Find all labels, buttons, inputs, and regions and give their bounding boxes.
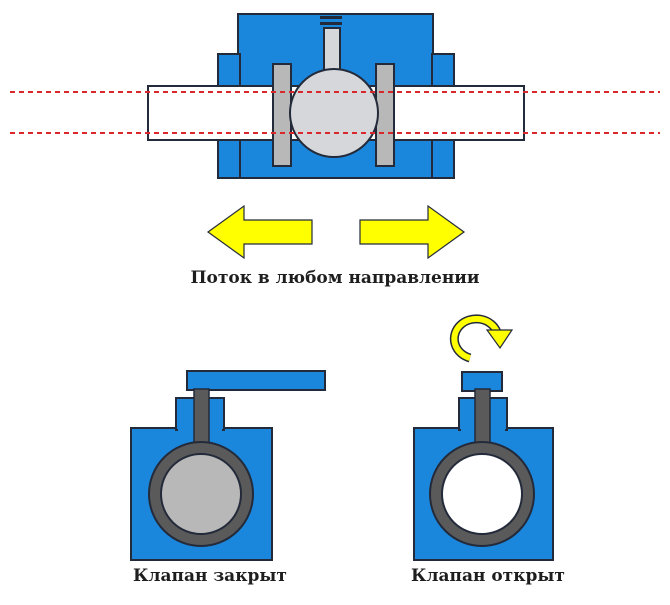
closed-stem	[193, 388, 210, 446]
stem-top-mark-2	[320, 22, 342, 25]
valve-open-caption: Клапан открыт	[411, 566, 565, 586]
valve-open-diagram	[413, 314, 554, 561]
open-bore	[441, 453, 523, 535]
valve-closed-diagram	[130, 370, 326, 561]
valve-ball	[289, 68, 379, 158]
valve-closed-caption: Клапан закрыт	[133, 566, 287, 586]
arrow-right-icon	[359, 204, 466, 260]
open-stem	[474, 388, 491, 446]
seat-left	[272, 63, 292, 167]
stem-top-mark-1	[320, 16, 342, 19]
flow-direction-caption: Поток в любом направлении	[190, 268, 480, 288]
closed-handle	[186, 370, 326, 391]
arrow-left-icon	[206, 204, 313, 260]
open-handle	[461, 371, 503, 392]
rotate-clockwise-arrow-icon	[449, 314, 514, 363]
valve-cross-section	[10, 13, 660, 179]
closed-ball	[160, 453, 242, 535]
